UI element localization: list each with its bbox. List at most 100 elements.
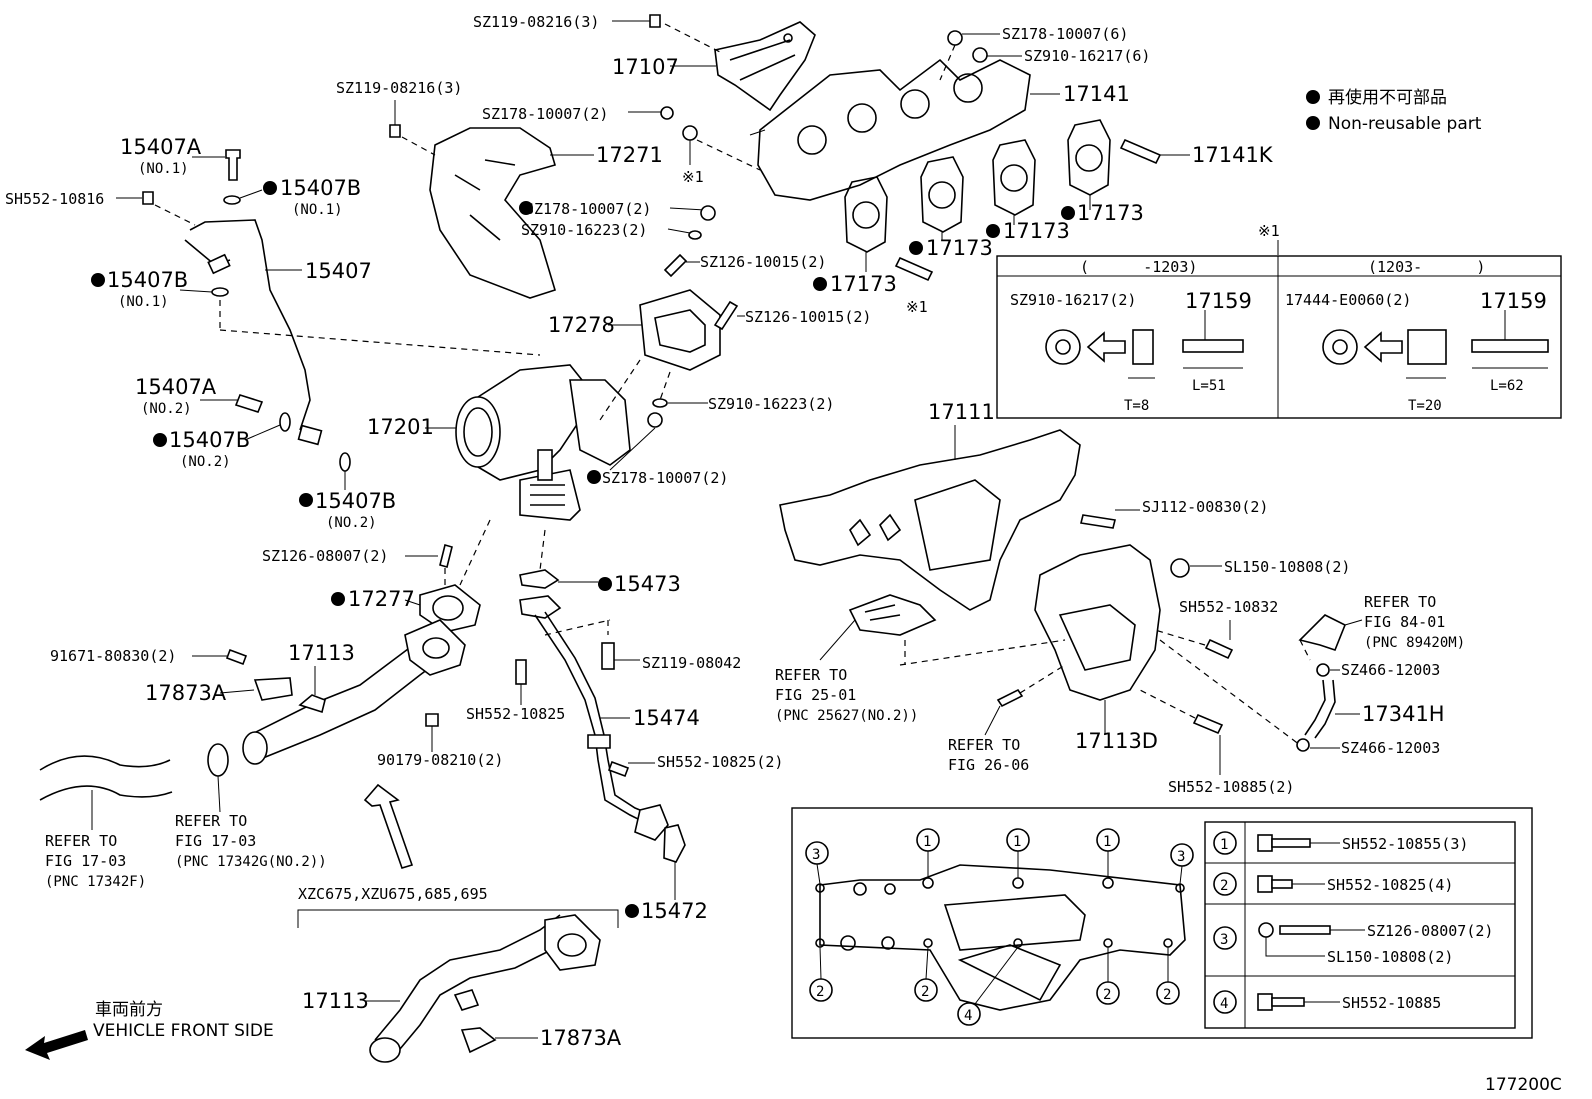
table-row-part: SH552-10885 (1342, 994, 1441, 1012)
union-bolt-icon (234, 394, 264, 413)
inset-c2-stud: 17159 (1480, 289, 1547, 313)
refer-1703a: REFER TO (45, 832, 117, 850)
fig-code: 177200C (1485, 1075, 1562, 1095)
stud-icon (1279, 925, 1331, 935)
inset-col2-head: (1203- ) (1368, 258, 1485, 276)
stud-icon (1471, 339, 1549, 353)
bolt-icon (225, 648, 248, 666)
gasket-icon (223, 195, 241, 205)
gasket-icon (339, 452, 351, 472)
bracket-icon (1298, 614, 1347, 651)
nut-icon (647, 412, 663, 428)
washer-icon (682, 125, 698, 141)
bolt-icon (1257, 875, 1273, 893)
stud-icon (713, 300, 739, 331)
non-reusable-dot-icon (909, 241, 923, 255)
label-15407A-2: 15407A (135, 375, 217, 399)
union-bolt-icon (225, 149, 241, 181)
gasket-icon (211, 287, 229, 297)
part-17271-insulator (429, 127, 556, 299)
non-reusable-dot-icon (519, 201, 533, 215)
label-sz126-08007: SZ126-08007(2) (262, 547, 388, 565)
fig-26: FIG 26-06 (948, 756, 1029, 774)
bracket-icon (460, 1027, 497, 1054)
gasket-icon (663, 824, 686, 863)
label-sz178-2b: SZ178-10007(2) (525, 200, 651, 218)
part-15474-pipe (519, 595, 669, 841)
callout-2: 2 (1103, 987, 1111, 1003)
gaskets-17173 (844, 119, 1111, 253)
pnc-25: (PNC 25627(NO.2)) (775, 708, 918, 724)
label-17278: 17278 (548, 313, 615, 337)
table-row-num: 2 (1220, 878, 1228, 894)
label-sj112: SJ112-00830(2) (1142, 498, 1268, 516)
non-reusable-dot-icon (299, 493, 313, 507)
label-17113-b: 17113 (302, 989, 369, 1013)
label-sz910-6: SZ910-16217(6) (1024, 47, 1150, 65)
bracket-icon (253, 677, 293, 701)
label-no2-a: (NO.2) (141, 401, 192, 417)
inset-c1-l: L=51 (1192, 378, 1226, 394)
non-reusable-dot-icon (986, 224, 1000, 238)
arrow-up-icon (363, 783, 414, 869)
label-sh552-10816: SH552-10816 (5, 190, 104, 208)
label-15472: 15472 (641, 899, 708, 923)
washer-icon (972, 47, 988, 63)
label-sz466a: SZ466-12003 (1341, 661, 1440, 679)
callout-3: 3 (1177, 849, 1185, 865)
front-jp: 車両前方 (95, 1000, 163, 1020)
table-row-part: SZ126-08007(2) (1367, 922, 1493, 940)
label-17141: 17141 (1063, 82, 1130, 106)
table-row-num: 1 (1220, 837, 1228, 853)
non-reusable-dot-icon (263, 181, 277, 195)
callout-1: 1 (923, 834, 931, 850)
callout-4: 4 (964, 1008, 972, 1024)
table-row-num: 4 (1220, 996, 1228, 1012)
nut-icon (1258, 922, 1274, 938)
part-17141-manifold (749, 58, 1031, 201)
non-reusable-dot-icon (813, 277, 827, 291)
label-15407B-2c: 15407B (315, 489, 396, 513)
bolt-icon (649, 14, 661, 28)
gasket-icon (279, 412, 291, 432)
label-sh552-10825a: SH552-10825 (466, 705, 565, 723)
pnc-1703b: (PNC 17342G(NO.2)) (175, 854, 327, 870)
callout-1: 1 (1103, 834, 1111, 850)
label-17873A-b: 17873A (540, 1026, 622, 1050)
fig-1703a: FIG 17-03 (45, 852, 126, 870)
label-15407A-1: 15407A (120, 135, 202, 159)
nut-icon (700, 205, 716, 221)
inset-c1-t: T=8 (1124, 398, 1149, 414)
clamp-icon (1316, 663, 1330, 677)
part-17113-pipe (242, 619, 466, 765)
label-sh552-10825b: SH552-10825(2) (657, 753, 783, 771)
refer-25: REFER TO (775, 666, 847, 684)
callout-3: 3 (812, 847, 820, 863)
inset-c2-t: T=20 (1408, 398, 1442, 414)
clamp-icon (207, 743, 229, 777)
label-17173-b: 17173 (1003, 219, 1070, 243)
inset-c2-l: L=62 (1490, 378, 1524, 394)
refer-1703b: REFER TO (175, 812, 247, 830)
label-17201: 17201 (367, 415, 434, 439)
label-15407B-2: 15407B (169, 428, 250, 452)
part-17107-shield (714, 21, 816, 112)
label-15407B-1c: 15407B (107, 268, 188, 292)
inset-mark: ※1 (1258, 222, 1280, 240)
bolt-icon (389, 124, 401, 138)
bolt-icon (1257, 834, 1273, 852)
refer-26: REFER TO (948, 736, 1020, 754)
label-17113-a: 17113 (288, 641, 355, 665)
label-17141K: 17141K (1192, 143, 1274, 167)
non-reusable-dot-icon (587, 470, 601, 484)
label-sz178-2c: SZ178-10007(2) (602, 469, 728, 487)
stud-icon (663, 253, 688, 278)
label-17107: 17107 (612, 55, 679, 79)
label-sh552-10885b: SH552-10885(2) (1168, 778, 1294, 796)
part-17111-manifold (779, 429, 1081, 611)
label-17173-d: 17173 (830, 272, 897, 296)
legend-jp: 再使用不可部品 (1328, 87, 1447, 108)
stud-icon (894, 256, 934, 282)
non-reusable-dot-icon (153, 433, 167, 447)
